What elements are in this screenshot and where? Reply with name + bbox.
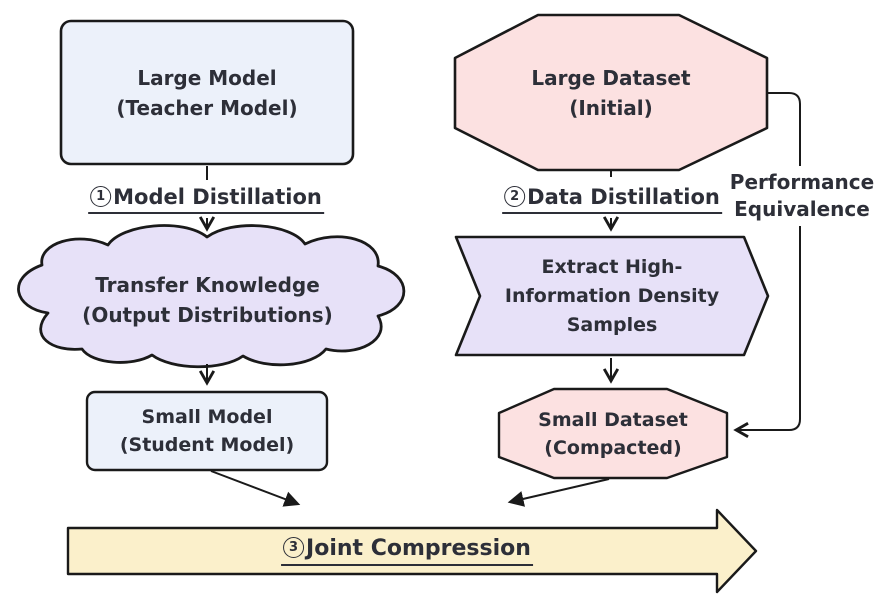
small-dataset-octagon-shape [497, 387, 729, 480]
joint-compression-arrow-shape [66, 508, 758, 594]
circled-3-icon: 3 [283, 536, 305, 558]
extract-samples-chevron-shape [454, 235, 770, 357]
circled-1-icon: 1 [90, 185, 112, 207]
model-distillation-text: Model Distillation [113, 185, 322, 209]
connector-small-dataset-to-joint [507, 478, 610, 507]
circled-2-icon: 2 [504, 185, 526, 207]
large-model-box-shape [59, 19, 355, 166]
connector-performance-equivalence-bracket [733, 92, 801, 439]
large-dataset-octagon-shape [453, 13, 769, 172]
performance-equivalence-line2: Equivalence [734, 197, 870, 221]
connector-small-model-to-joint [210, 470, 301, 507]
joint-compression-text: Joint Compression [306, 536, 531, 561]
performance-equivalence-line1: Performance [729, 170, 874, 194]
data-distillation-text: Data Distillation [527, 185, 720, 209]
performance-equivalence-label: Performance Equivalence [725, 166, 874, 226]
small-model-box-shape [85, 390, 329, 472]
transfer-knowledge-cloud-shape [17, 224, 406, 369]
